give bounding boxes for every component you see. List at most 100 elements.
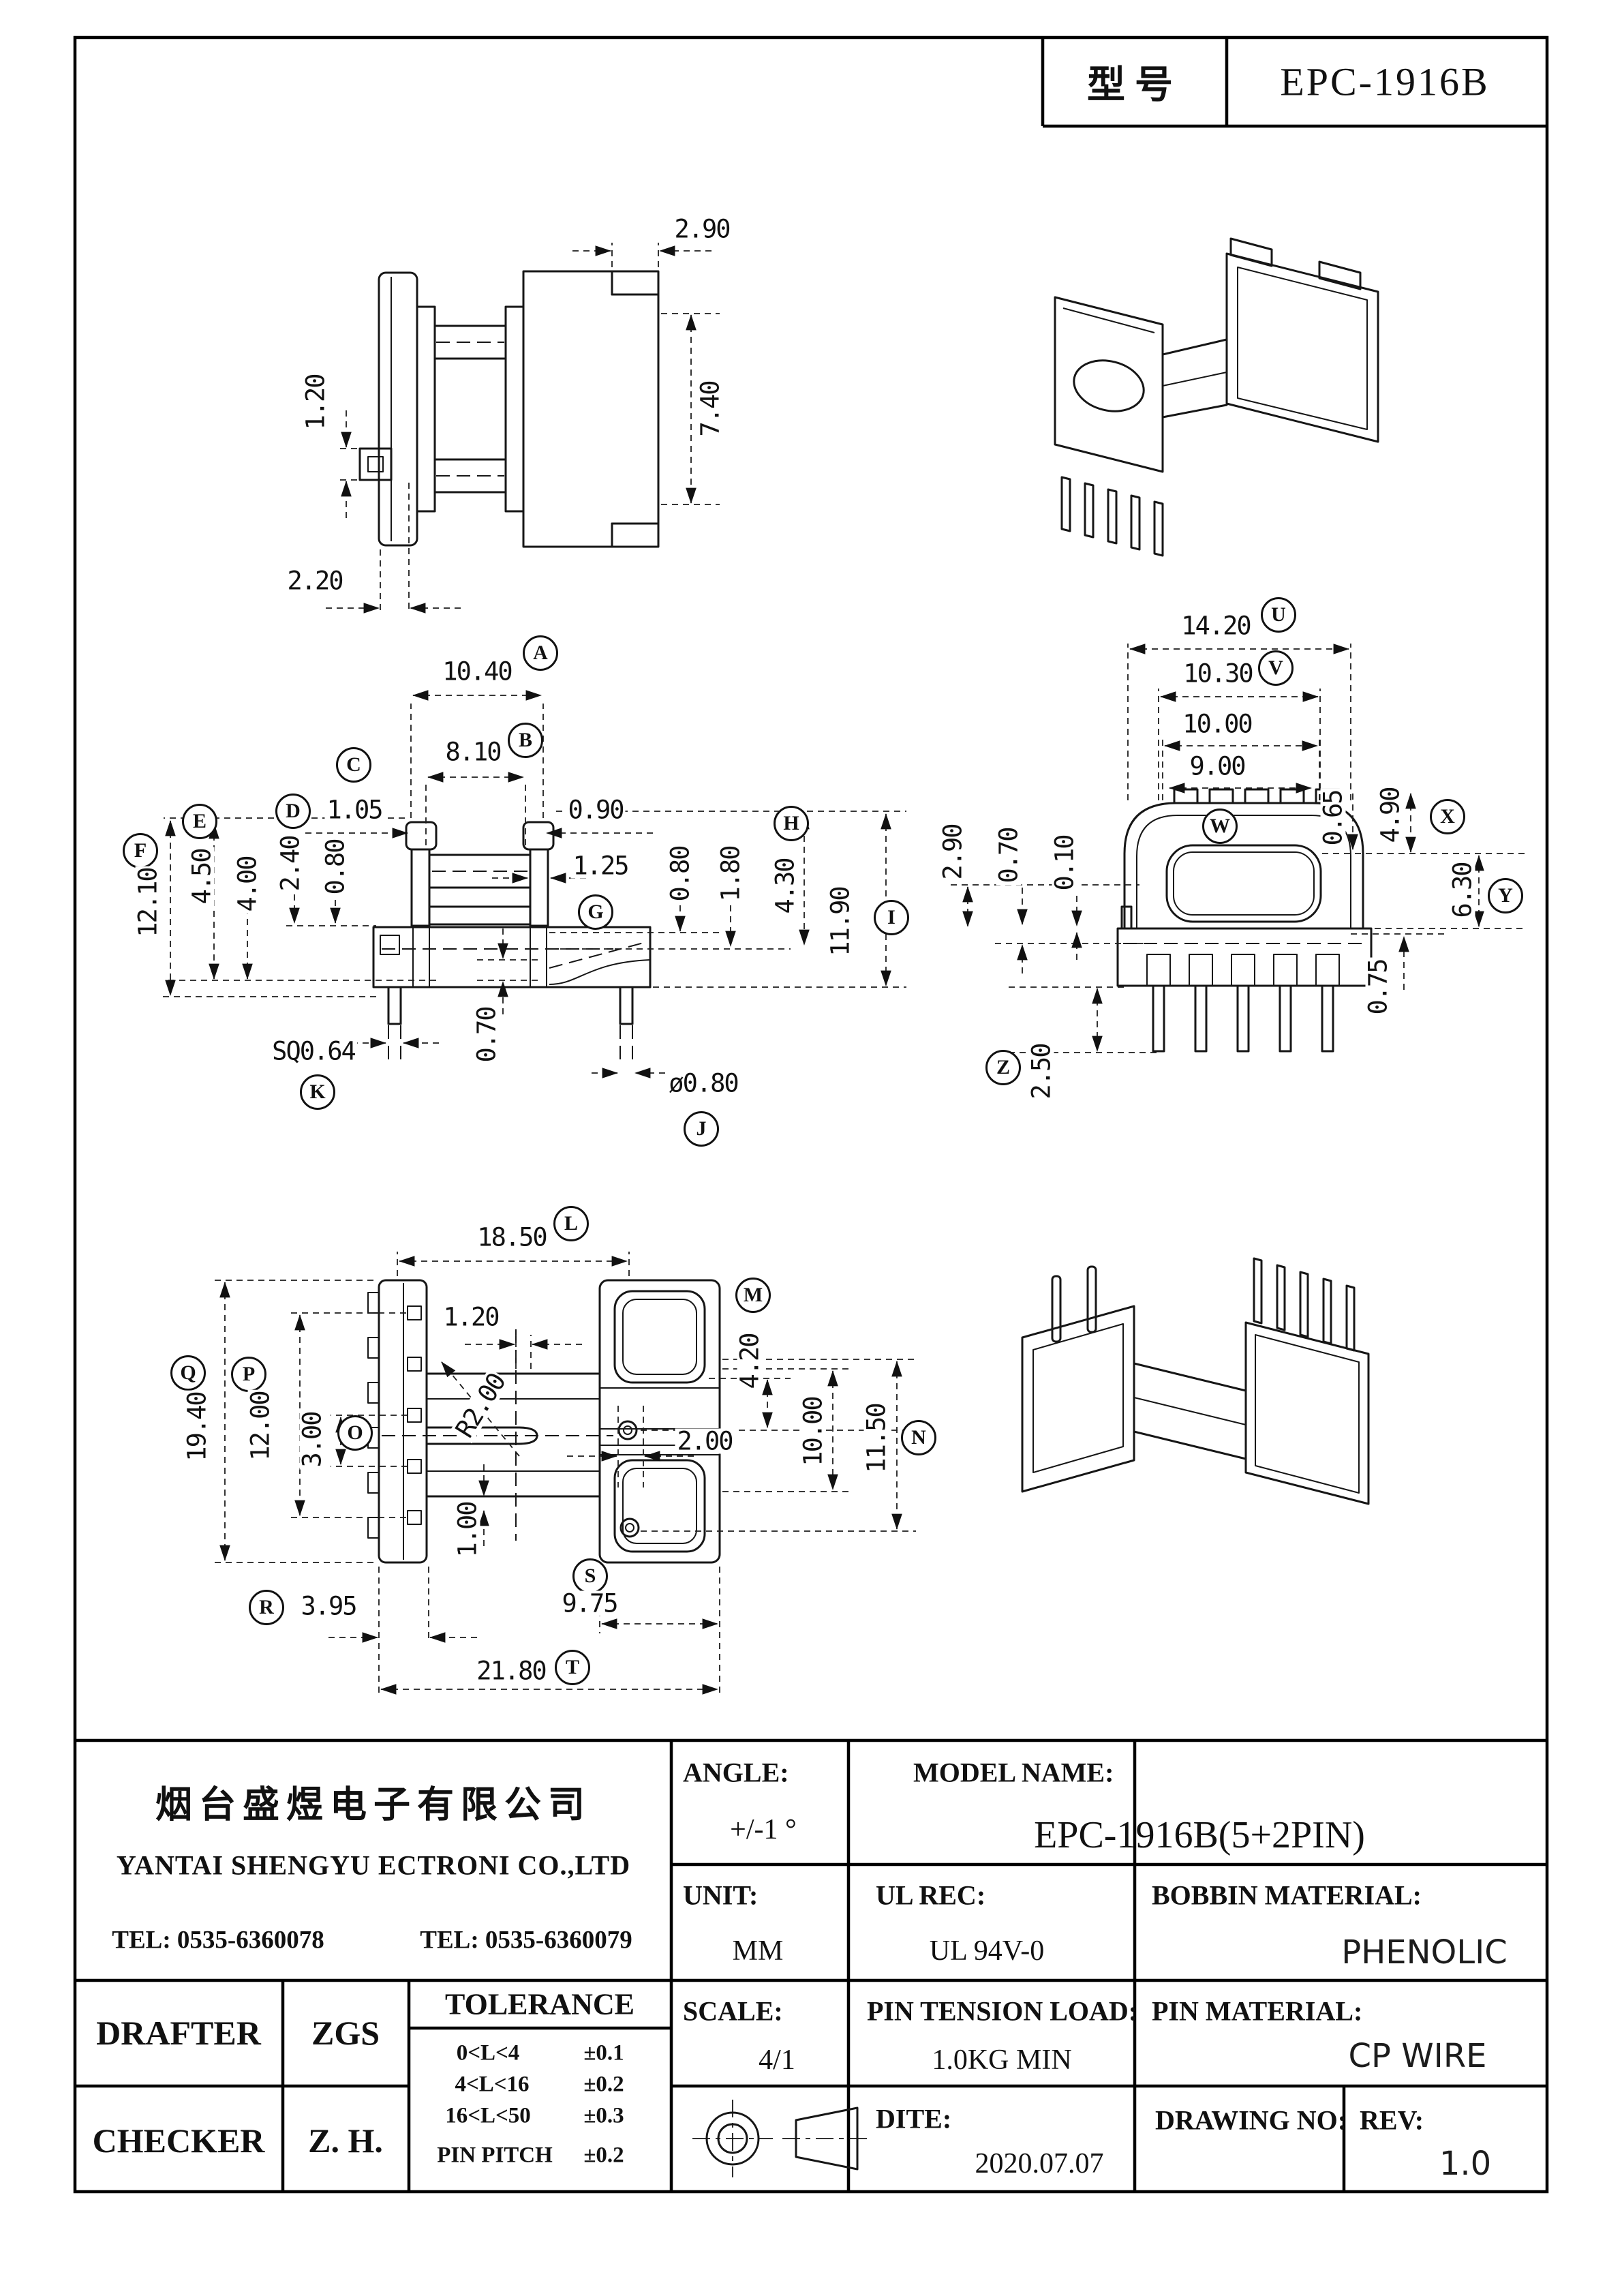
- rev-value: 1.0: [1439, 2145, 1492, 2183]
- dim-bottom-M: 4.20: [735, 1331, 765, 1391]
- view-top-side: [326, 243, 720, 614]
- dim-side-left2: 0.70: [994, 826, 1024, 886]
- balloon-K: K: [300, 1074, 335, 1110]
- pin-material-value: CP WIRE: [1348, 2037, 1487, 2075]
- projection-symbol-icon: [692, 2100, 871, 2177]
- dim-front-K: SQ0.64: [270, 1038, 357, 1064]
- dim-bottom-N: 11.50: [862, 1402, 891, 1475]
- date-label: DITE:: [876, 2103, 952, 2134]
- tolerance-row1-range: 0<L<4: [456, 2040, 520, 2066]
- rev-label: REV:: [1360, 2104, 1424, 2136]
- tolerance-row4-range: PIN PITCH: [437, 2143, 553, 2168]
- dim-front-I: 11.90: [826, 885, 855, 958]
- date-value: 2020.07.07: [975, 2148, 1104, 2179]
- balloon-Q: Q: [170, 1355, 206, 1391]
- dim-front-step1: 0.80: [666, 844, 695, 904]
- dim-side-Y: 6.30: [1448, 860, 1478, 920]
- dim-side-win: 10.00: [1180, 711, 1254, 737]
- dim-front-B: 8.10: [443, 739, 503, 765]
- iso-view-bottom: [1021, 1257, 1370, 1505]
- balloon-X: X: [1430, 799, 1465, 834]
- balloon-E: E: [182, 804, 217, 839]
- balloon-T: T: [555, 1650, 590, 1685]
- dim-side-lip: 0.65: [1319, 788, 1348, 848]
- dim-side-Z: 2.50: [1027, 1042, 1056, 1102]
- company-tel-1: TEL: 0535-6360078: [112, 1926, 324, 1954]
- dim-front-step2: 1.80: [716, 844, 746, 904]
- dim-bottom-L: 18.50: [475, 1224, 549, 1250]
- dim-side-foot: 0.75: [1364, 957, 1393, 1017]
- bobbin-material-value: PHENOLIC: [1341, 1933, 1508, 1972]
- scale-value: 4/1: [759, 2044, 795, 2076]
- company-tel-2: TEL: 0535-6360079: [420, 1926, 632, 1954]
- balloon-D: D: [275, 794, 311, 829]
- balloon-B: B: [508, 723, 543, 758]
- drafter-label: DRAFTER: [96, 2014, 261, 2052]
- pin-tension-value: 1.0KG MIN: [932, 2044, 1072, 2076]
- dim-top-flange: 2.20: [285, 568, 345, 594]
- balloon-W: W: [1202, 809, 1238, 844]
- drawing-no-label: DRAWING NO:: [1155, 2104, 1347, 2136]
- dim-side-X: 4.90: [1376, 785, 1405, 845]
- ul-rec-value: UL 94V-0: [929, 1935, 1045, 1967]
- pin-material-label: PIN MATERIAL:: [1152, 1995, 1363, 2027]
- dim-bottom-notch: 2.00: [675, 1428, 735, 1454]
- balloon-O: O: [337, 1415, 373, 1451]
- model-name-value: EPC-1916B(5+2PIN): [1034, 1814, 1365, 1856]
- dim-side-U: 14.20: [1179, 613, 1253, 639]
- balloon-I: I: [874, 900, 909, 935]
- balloon-V: V: [1258, 650, 1294, 686]
- dim-side-W: 9.00: [1187, 753, 1247, 779]
- iso-view-top: [1054, 237, 1379, 557]
- balloon-H: H: [774, 806, 809, 841]
- balloon-G: G: [578, 894, 613, 930]
- balloon-J: J: [684, 1111, 719, 1147]
- dim-front-F: 12.10: [134, 866, 163, 939]
- balloon-N: N: [901, 1420, 936, 1455]
- balloon-C: C: [336, 747, 371, 783]
- balloon-Y: Y: [1488, 878, 1523, 913]
- dim-bottom-rib: 1.00: [453, 1500, 483, 1560]
- view-bottom: [215, 1252, 927, 1697]
- dim-front-D: 2.40: [276, 834, 305, 894]
- dim-top-side: 7.40: [696, 379, 725, 439]
- dim-bottom-P: 12.00: [246, 1389, 275, 1463]
- unit-label: UNIT:: [683, 1879, 759, 1911]
- scale-label: SCALE:: [683, 1995, 783, 2027]
- angle-value: +/-1 °: [730, 1814, 797, 1845]
- ul-rec-label: UL REC:: [876, 1879, 986, 1911]
- drafter-value: ZGS: [311, 2014, 380, 2052]
- company-name-en: YANTAI SHENGYU ECTRONI CO.,LTD: [116, 1849, 631, 1881]
- company-name-cn: 烟台盛煜电子有限公司: [155, 1783, 592, 1826]
- dim-front-base: 0.70: [472, 1005, 502, 1065]
- model-name-label: MODEL NAME:: [913, 1757, 1114, 1788]
- dim-top-notch: 2.90: [672, 216, 732, 242]
- dim-front-mid: 4.00: [233, 854, 262, 914]
- dim-front-G: 1.25: [570, 853, 630, 879]
- tolerance-row3-value: ±0.3: [583, 2103, 624, 2128]
- dim-bottom-T: 21.80: [474, 1658, 548, 1684]
- checker-value: Z. H.: [308, 2121, 383, 2160]
- sheet-frame: [73, 35, 1549, 2194]
- tolerance-row2-value: ±0.2: [583, 2072, 624, 2097]
- balloon-L: L: [553, 1206, 589, 1241]
- bobbin-material-label: BOBBIN MATERIAL:: [1152, 1879, 1422, 1911]
- tolerance-title: TOLERANCE: [445, 1987, 634, 2021]
- balloon-P: P: [231, 1357, 266, 1392]
- balloon-Z: Z: [985, 1050, 1021, 1085]
- dim-side-V: 10.30: [1181, 661, 1255, 686]
- balloon-R: R: [249, 1590, 284, 1625]
- balloon-A: A: [523, 635, 558, 671]
- dim-bottom-O: 3.00: [298, 1410, 327, 1470]
- dim-bottom-win: 10.00: [799, 1395, 828, 1468]
- dim-front-E: 4.50: [187, 847, 217, 907]
- model-type-label: 型号: [1087, 63, 1182, 108]
- dim-front-wall: 0.80: [321, 837, 350, 897]
- dim-bottom-S: 9.75: [560, 1590, 619, 1616]
- checker-label: CHECKER: [92, 2121, 265, 2160]
- dim-front-J: ø0.80: [667, 1070, 740, 1096]
- tolerance-row2-range: 4<L<16: [455, 2072, 530, 2097]
- dim-front-H: 4.30: [771, 856, 800, 916]
